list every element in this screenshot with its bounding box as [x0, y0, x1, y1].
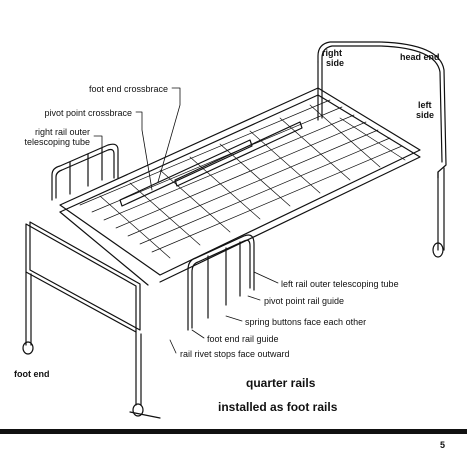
label-right-side-line2: side: [326, 58, 345, 68]
caption-line1: quarter rails: [246, 376, 316, 390]
head-end-panel: [317, 41, 447, 258]
crossbraces: [119, 121, 303, 207]
label-foot-end: foot end: [14, 369, 50, 379]
foot-end-panel: [22, 221, 161, 419]
caption-line2: installed as foot rails: [218, 400, 338, 414]
page-number: 5: [440, 440, 446, 450]
label-spring-buttons: spring buttons face each other: [245, 317, 367, 327]
label-left-side-line2: side: [416, 110, 435, 120]
label-left-side-line1: left: [418, 100, 432, 110]
label-left-rail-outer-telescoping-tube: left rail outer telescoping tube: [281, 279, 399, 289]
label-rail-rivet-stops: rail rivet stops face outward: [180, 349, 290, 359]
spring-deck-grid: [79, 99, 406, 259]
label-pivot-point-crossbrace: pivot point crossbrace: [44, 108, 132, 118]
right-quarter-rail: [51, 143, 119, 201]
left-quarter-rail: [187, 234, 255, 331]
footer-rule: [0, 429, 467, 434]
label-right-rail-outer-line2: telescoping tube: [24, 137, 90, 147]
label-right-rail-outer-line1: right rail outer: [34, 127, 90, 137]
label-pivot-point-rail-guide: pivot point rail guide: [264, 296, 345, 306]
label-head-end: head end: [400, 52, 440, 62]
label-foot-end-rail-guide: foot end rail guide: [207, 334, 279, 344]
leader-lines: [93, 87, 279, 354]
bed-frame: [59, 87, 421, 286]
label-foot-end-crossbrace: foot end crossbrace: [88, 84, 168, 94]
label-right-side-line1: right: [322, 48, 342, 58]
